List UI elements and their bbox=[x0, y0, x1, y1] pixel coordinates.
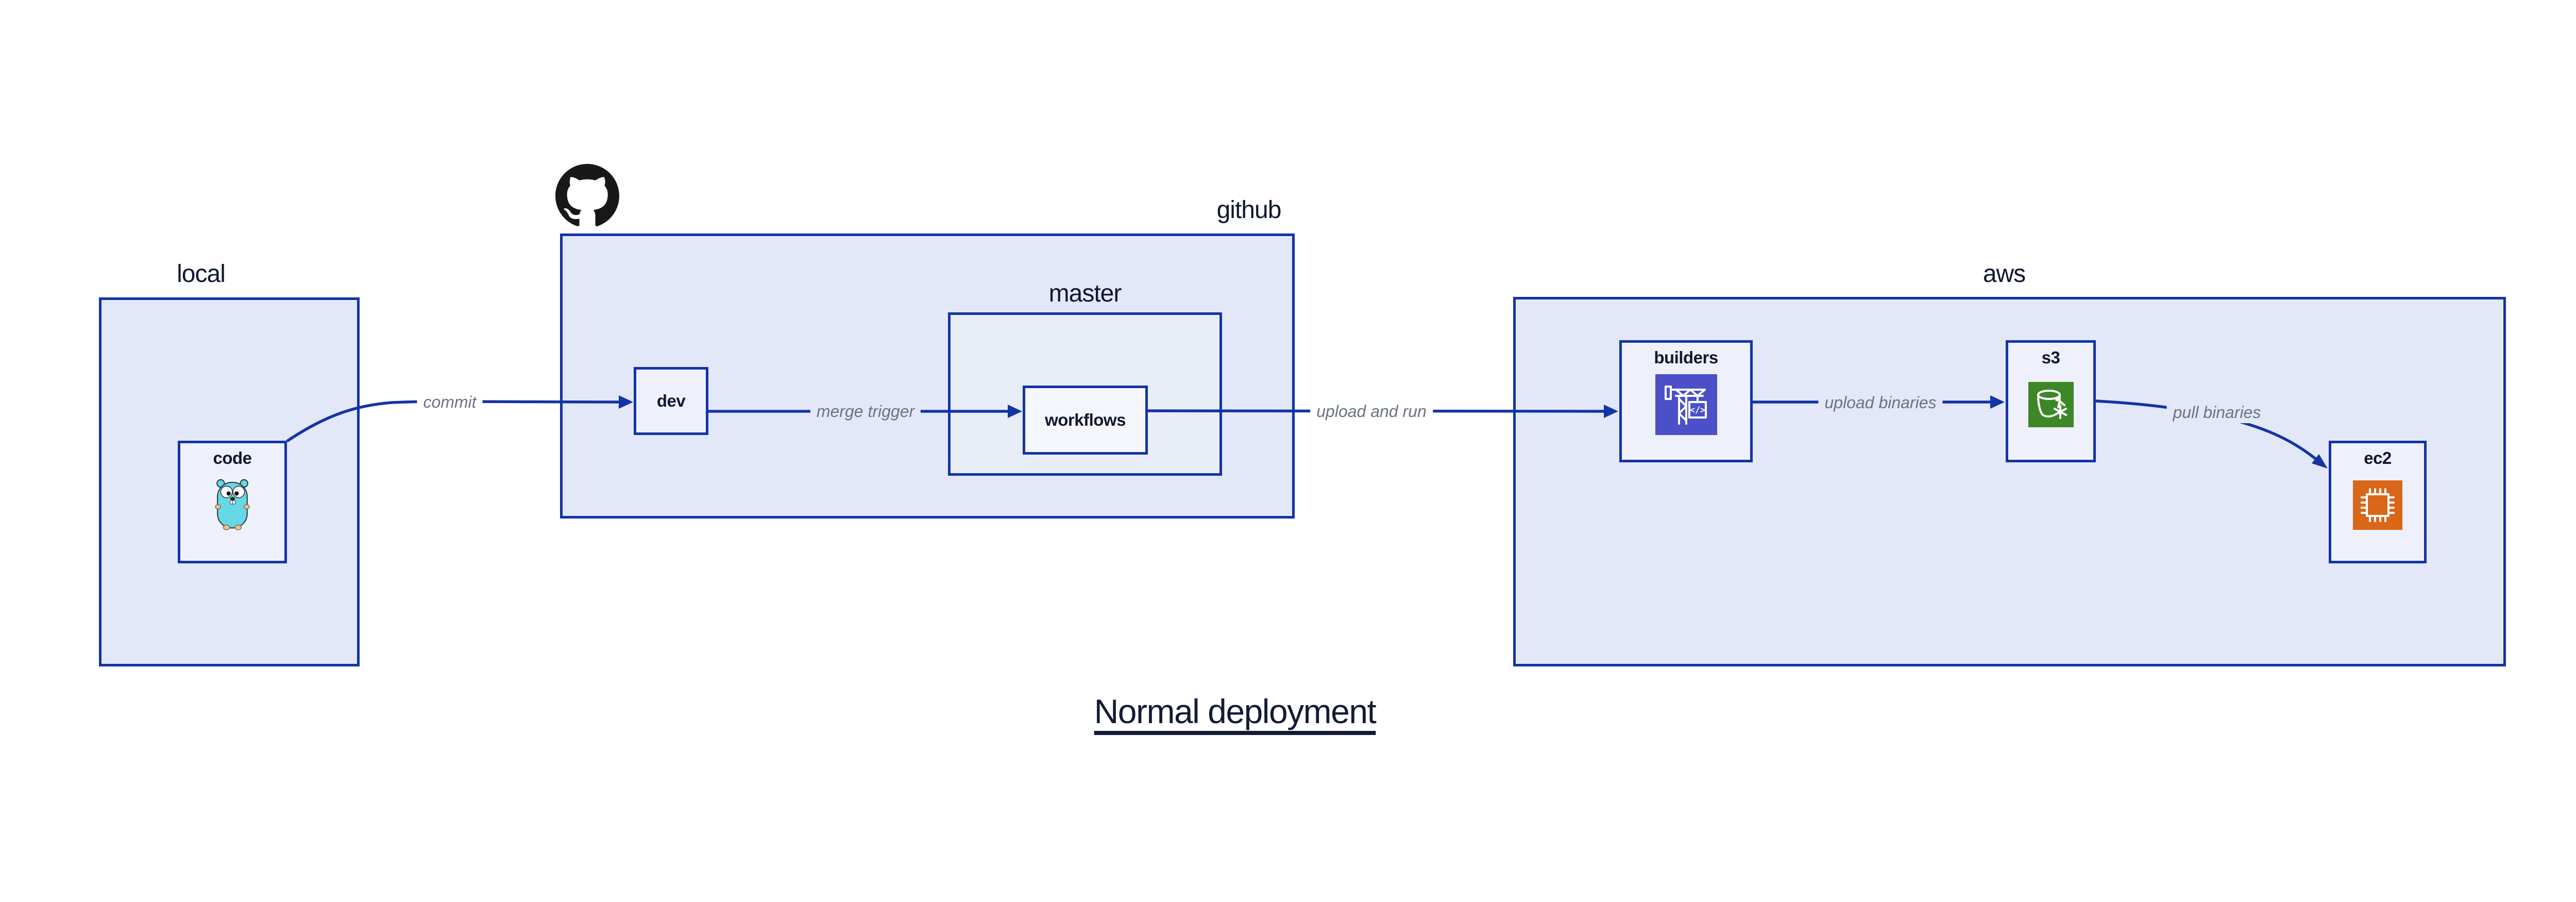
github-octocat-icon bbox=[555, 164, 619, 230]
diagram-title: Normal deployment bbox=[1094, 692, 1377, 730]
edge-label-upload-and-run: upload and run bbox=[1310, 400, 1433, 422]
dev-label: dev bbox=[656, 391, 686, 410]
edge-label-upload-binaries: upload binaries bbox=[1818, 392, 1943, 413]
node-code: code bbox=[178, 441, 287, 563]
go-gopher-icon bbox=[214, 477, 251, 533]
node-ec2: ec2 bbox=[2329, 441, 2427, 563]
node-dev: dev bbox=[634, 367, 708, 435]
ec2-label: ec2 bbox=[2364, 448, 2392, 467]
aws-container-label: aws bbox=[1982, 260, 2026, 288]
edge-label-pull-binaries: pull binaries bbox=[2166, 402, 2267, 423]
code-label: code bbox=[213, 448, 252, 467]
edge-label-commit: commit bbox=[417, 391, 483, 413]
github-container-label: github bbox=[1216, 196, 1282, 224]
local-container-label: local bbox=[177, 260, 226, 288]
node-s3: s3 bbox=[2006, 340, 2096, 462]
node-builders: builders </> bbox=[1619, 340, 1753, 462]
workflows-label: workflows bbox=[1045, 410, 1126, 429]
s3-label: s3 bbox=[2041, 348, 2060, 367]
aws-s3-bucket-snowflake-icon bbox=[2028, 382, 2074, 427]
edge-label-merge-trigger: merge trigger bbox=[810, 400, 921, 422]
master-container-label: master bbox=[1048, 280, 1122, 307]
aws-ec2-chip-icon bbox=[2353, 480, 2402, 530]
node-workflows: workflows bbox=[1023, 386, 1148, 455]
code-glyph: </> bbox=[1689, 405, 1705, 415]
builders-label: builders bbox=[1654, 348, 1718, 367]
aws-codebuild-crane-icon: </> bbox=[1655, 374, 1717, 435]
